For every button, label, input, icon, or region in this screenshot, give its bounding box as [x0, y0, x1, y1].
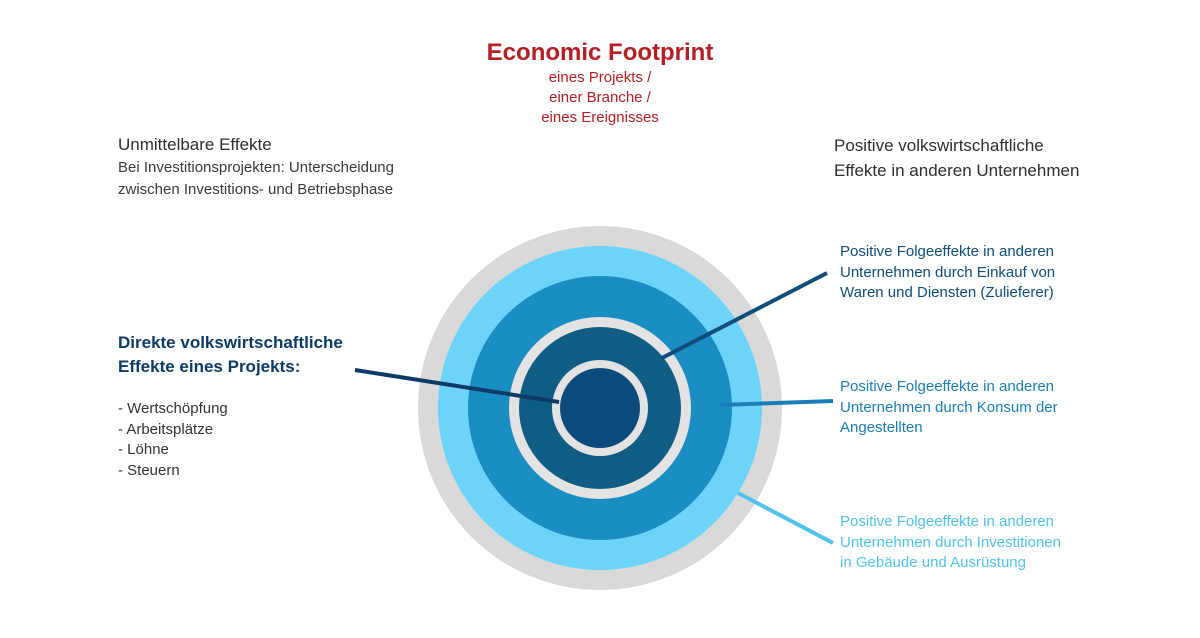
- direct-effects-list: - Wertschöpfung - Arbeitsplätze - Löhne …: [118, 399, 228, 481]
- effect-consumption-line-2: Unternehmen durch Konsum der: [840, 398, 1058, 416]
- direct-effects-line-2: Effekte eines Projekts:: [118, 357, 301, 376]
- direct-effects-heading: Direkte volkswirtschaftliche Effekte ein…: [118, 331, 418, 379]
- title-subline-1: eines Projekts /: [548, 69, 652, 86]
- effect-suppliers-line-3: Waren und Diensten (Zulieferer): [840, 284, 1054, 301]
- core-circle: [560, 368, 640, 448]
- immediate-effects-heading: Unmittelbare Effekte: [118, 135, 272, 154]
- positive-effects-line-1: Positive volkswirtschaftliche: [834, 136, 1044, 155]
- diagram-title: Economic Footprint: [486, 39, 714, 66]
- positive-effects-line-2: Effekte in anderen Unternehmen: [834, 161, 1080, 180]
- connector-consumption: [719, 399, 834, 407]
- diagram-title-block: Economic Footprint eines Projekts / eine…: [400, 38, 800, 128]
- immediate-effects-line-2: zwischen Investitions- und Betriebsphase: [118, 181, 394, 198]
- list-item: - Löhne: [118, 441, 169, 458]
- effect-suppliers-line-1: Positive Folgeeffekte in anderen: [840, 243, 1055, 260]
- effect-consumption-line-3: Angestellten: [840, 419, 923, 436]
- connector-suppliers: [661, 271, 828, 360]
- direct-effects-line-1: Direkte volkswirtschaftliche: [118, 333, 343, 352]
- list-item: - Arbeitsplätze: [118, 420, 214, 438]
- effect-investments-line-3: in Gebäude und Ausrüstung: [840, 554, 1026, 571]
- immediate-effects-line-1: Bei Investitionsprojekten: Unterscheidun…: [118, 159, 394, 176]
- list-item: - Wertschöpfung: [118, 400, 228, 417]
- effect-investments: Positive Folgeeffekte in anderen Unterne…: [840, 512, 1170, 574]
- effect-investments-line-2: Unternehmen durch Investitionen: [840, 533, 1061, 551]
- immediate-effects-block: Unmittelbare Effekte Bei Investitionspro…: [118, 133, 478, 201]
- positive-effects-block: Positive volkswirtschaftliche Effekte in…: [834, 133, 1154, 183]
- effect-investments-line-1: Positive Folgeeffekte in anderen: [840, 513, 1055, 530]
- effect-suppliers-line-2: Unternehmen durch Einkauf von: [840, 263, 1056, 281]
- title-subline-2: einer Branche /: [549, 89, 651, 106]
- effect-consumption-line-1: Positive Folgeeffekte in anderen: [840, 378, 1055, 395]
- effect-suppliers: Positive Folgeeffekte in anderen Unterne…: [840, 242, 1170, 304]
- effect-consumption: Positive Folgeeffekte in anderen Unterne…: [840, 377, 1170, 439]
- connector-direct-effects: [354, 368, 560, 404]
- list-item: - Steuern: [118, 461, 180, 479]
- connector-investments: [737, 491, 834, 545]
- title-subline-3: eines Ereignisses: [541, 109, 659, 126]
